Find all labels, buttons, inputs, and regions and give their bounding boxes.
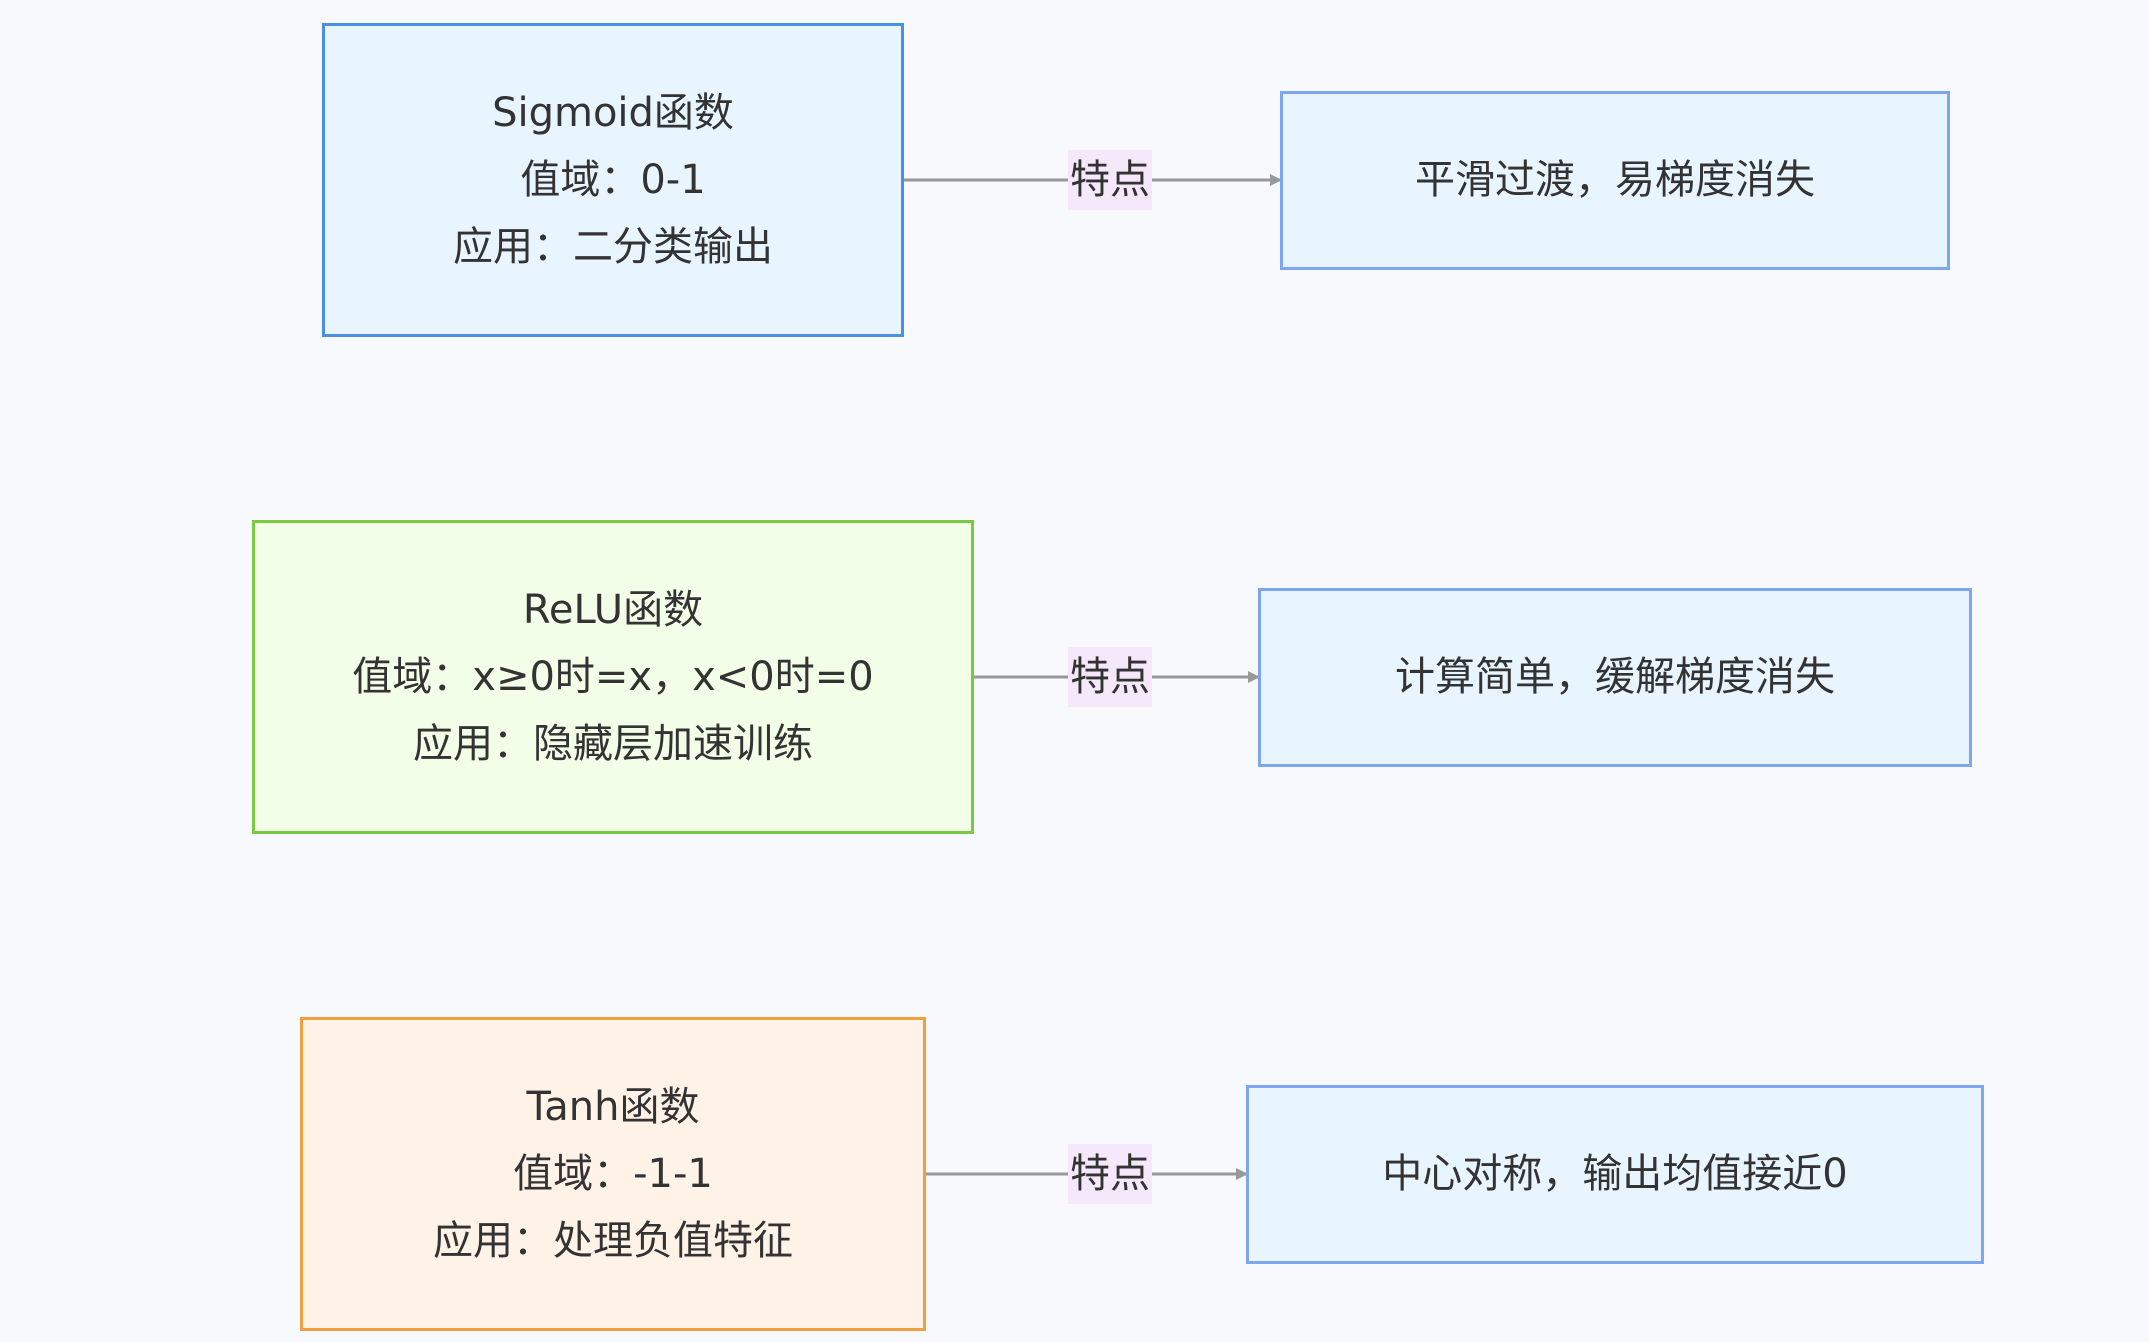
relu-feature-node[interactable]: 计算简单，缓解梯度消失 [1258, 588, 1972, 767]
tanh-range: 值域：-1-1 [513, 1150, 713, 1197]
sigmoid-title: Sigmoid函数 [492, 89, 734, 136]
tanh-title: Tanh函数 [526, 1083, 700, 1130]
tanh-application: 应用：处理负值特征 [433, 1217, 793, 1264]
relu-application: 应用：隐藏层加速训练 [413, 720, 813, 767]
sigmoid-feature-text: 平滑过渡，易梯度消失 [1415, 157, 1815, 203]
sigmoid-range: 值域：0-1 [520, 156, 706, 203]
sigmoid-node[interactable]: Sigmoid函数 值域：0-1 应用：二分类输出 [322, 23, 904, 337]
edge-label-sigmoid: 特点 [1068, 150, 1152, 210]
relu-range: 值域：x≥0时=x，x<0时=0 [352, 653, 874, 700]
sigmoid-application: 应用：二分类输出 [453, 223, 773, 270]
relu-feature-text: 计算简单，缓解梯度消失 [1395, 654, 1835, 700]
relu-title: ReLU函数 [522, 586, 704, 633]
tanh-feature-node[interactable]: 中心对称，输出均值接近0 [1246, 1085, 1984, 1264]
tanh-node[interactable]: Tanh函数 值域：-1-1 应用：处理负值特征 [300, 1017, 926, 1331]
tanh-feature-text: 中心对称，输出均值接近0 [1382, 1151, 1848, 1197]
edge-label-tanh: 特点 [1068, 1144, 1152, 1204]
sigmoid-feature-node[interactable]: 平滑过渡，易梯度消失 [1280, 91, 1950, 270]
relu-node[interactable]: ReLU函数 值域：x≥0时=x，x<0时=0 应用：隐藏层加速训练 [252, 520, 974, 834]
edge-label-relu: 特点 [1068, 647, 1152, 707]
